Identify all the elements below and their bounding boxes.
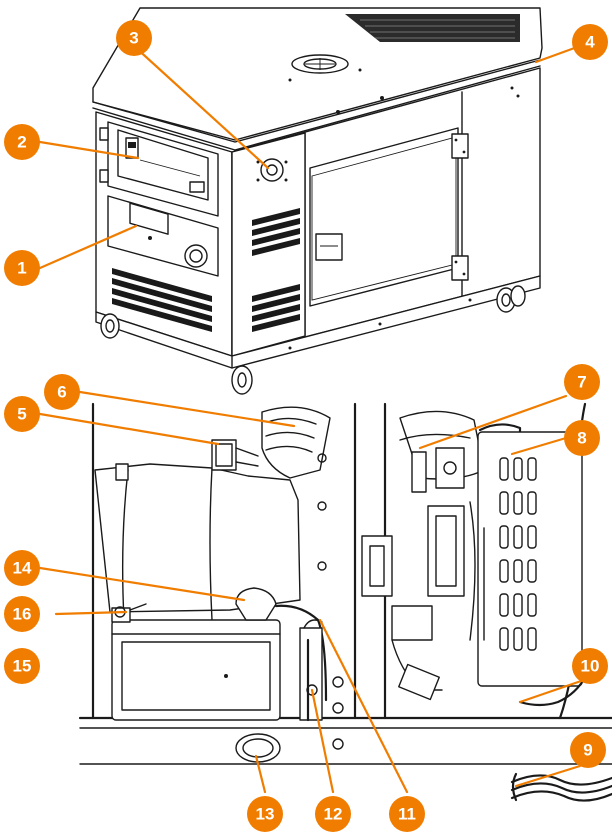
leader-lines (38, 44, 586, 794)
svg-text:1: 1 (17, 259, 26, 278)
lifting-eye (291, 54, 349, 74)
callout-6: 6 (44, 374, 80, 410)
callout-16: 16 (4, 596, 40, 632)
svg-text:16: 16 (13, 605, 32, 624)
output-panel (107, 195, 219, 277)
coiled-cable (510, 772, 612, 802)
svg-text:5: 5 (17, 405, 26, 424)
radiator-grille (477, 431, 583, 687)
callout-12: 12 (315, 796, 351, 832)
engine-components (361, 410, 522, 701)
svg-text:8: 8 (577, 429, 586, 448)
control-panel (107, 121, 219, 217)
callout-10: 10 (572, 648, 608, 684)
battery (111, 619, 281, 721)
side-vent-lower (252, 284, 300, 332)
svg-text:11: 11 (398, 805, 416, 824)
generator-enclosure (92, 7, 543, 395)
svg-text:12: 12 (324, 805, 343, 824)
callout-14: 14 (4, 550, 40, 586)
callout-11: 11 (389, 796, 425, 832)
callout-8: 8 (564, 420, 600, 456)
bolt-column (317, 453, 344, 750)
svg-text:4: 4 (585, 33, 595, 52)
roof-vent-grille (345, 14, 520, 42)
hose-clamp (211, 439, 259, 471)
svg-text:15: 15 (13, 657, 32, 676)
lower-vent (112, 268, 212, 332)
callout-13: 13 (247, 796, 283, 832)
base-drain-opening (235, 733, 281, 763)
svg-text:3: 3 (129, 29, 138, 48)
svg-text:10: 10 (581, 657, 600, 676)
svg-text:13: 13 (256, 805, 275, 824)
callout-1: 1 (4, 250, 40, 286)
callout-9: 9 (570, 732, 606, 768)
air-intake-duct (261, 406, 331, 479)
callout-15: 15 (4, 648, 40, 684)
side-vent-upper (252, 208, 300, 256)
drain-hose (518, 674, 588, 707)
callout-5: 5 (4, 396, 40, 432)
callout-4: 4 (572, 24, 608, 60)
fuel-cap (256, 158, 288, 182)
svg-text:7: 7 (577, 373, 586, 392)
fuel-hose (299, 619, 323, 722)
svg-text:9: 9 (583, 741, 592, 760)
callout-2: 2 (4, 124, 40, 160)
svg-text:2: 2 (17, 133, 26, 152)
caster-wheels (100, 285, 526, 395)
callout-7: 7 (564, 364, 600, 400)
interior-view (78, 402, 612, 802)
svg-text:6: 6 (57, 383, 66, 402)
callout-3: 3 (116, 20, 152, 56)
svg-text:14: 14 (13, 559, 32, 578)
